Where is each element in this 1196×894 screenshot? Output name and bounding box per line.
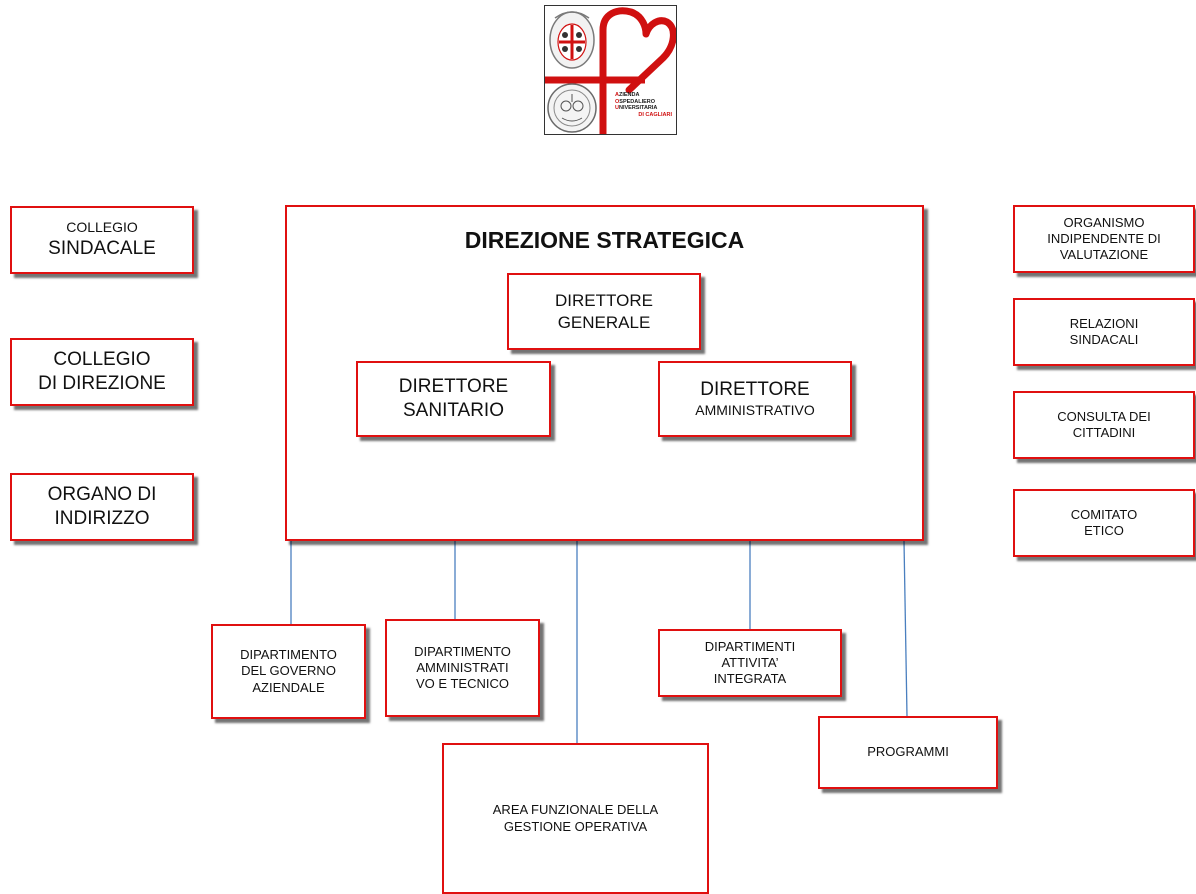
dipartimento-governo-line-2: DEL GOVERNO bbox=[241, 663, 336, 679]
direttore-amministrativo-line-2: AMMINISTRATIVO bbox=[695, 402, 815, 419]
direttore-sanitario-line-1: DIRETTORE bbox=[398, 376, 509, 398]
direttore-amministrativo-line-1: DIRETTORE bbox=[700, 379, 810, 401]
consulta-cittadini-box: CONSULTA DEI CITTADINI bbox=[1013, 391, 1195, 459]
collegio-di-direzione-box: COLLEGIO DI DIREZIONE bbox=[10, 338, 194, 406]
dipartimento-amministrativo-tecnico-line-2: AMMINISTRATI bbox=[416, 659, 509, 675]
dipartimento-amministrativo-tecnico-box: DIPARTIMENTO AMMINISTRATI VO E TECNICO bbox=[385, 619, 540, 717]
collegio-sindacale-box: COLLEGIO SINDACALE bbox=[10, 206, 194, 274]
organismo-valutazione-line-1: ORGANISMO bbox=[1063, 214, 1145, 230]
collegio-di-direzione-line-1: COLLEGIO bbox=[53, 349, 151, 371]
dipartimenti-attivita-integrata-box: DIPARTIMENTI ATTIVITA’ INTEGRATA bbox=[658, 629, 842, 697]
logo-emblem bbox=[545, 7, 676, 134]
consulta-cittadini-line-2: CITTADINI bbox=[1072, 425, 1136, 440]
direttore-amministrativo-box: DIRETTORE AMMINISTRATIVO bbox=[658, 361, 852, 437]
dipartimento-amministrativo-tecnico-line-3: VO E TECNICO bbox=[416, 676, 509, 692]
organo-di-indirizzo-box: ORGANO DI INDIRIZZO bbox=[10, 473, 194, 541]
collegio-sindacale-line-1: COLLEGIO bbox=[66, 219, 138, 236]
relazioni-sindacali-box: RELAZIONI SINDACALI bbox=[1013, 298, 1195, 366]
organismo-valutazione-box: ORGANISMO INDIPENDENTE DI VALUTAZIONE bbox=[1013, 205, 1195, 273]
sardinia-shield-icon bbox=[549, 11, 595, 69]
direttore-sanitario-box: DIRETTORE SANITARIO bbox=[356, 361, 551, 437]
direttore-generale-line-2: GENERALE bbox=[557, 312, 651, 332]
programmi-box: PROGRAMMI bbox=[818, 716, 998, 789]
hospital-logo: AZIENDA OSPEDALIERO UNIVERSITARIA DI CAG… bbox=[544, 5, 677, 135]
comitato-etico-line-2: ETICO bbox=[1084, 523, 1124, 538]
logo-line-1: AZIENDA bbox=[615, 92, 640, 98]
area-funzionale-box: AREA FUNZIONALE DELLA GESTIONE OPERATIVA bbox=[442, 743, 709, 894]
relazioni-sindacali-line-2: SINDACALI bbox=[1069, 332, 1139, 347]
direttore-generale-box: DIRETTORE GENERALE bbox=[507, 273, 701, 350]
university-seal-icon bbox=[547, 83, 597, 133]
relazioni-sindacali-line-1: RELAZIONI bbox=[1069, 315, 1139, 331]
collegio-sindacale-line-2: SINDACALE bbox=[48, 237, 156, 259]
dipartimento-amministrativo-tecnico-line-1: DIPARTIMENTO bbox=[414, 643, 511, 659]
dipartimenti-attivita-integrata-line-2: ATTIVITA’ bbox=[721, 654, 779, 670]
logo-wordmark: AZIENDA OSPEDALIERO UNIVERSITARIA DI CAG… bbox=[615, 92, 675, 118]
collegio-di-direzione-line-2: DI DIREZIONE bbox=[38, 373, 166, 394]
logo-line-2: OSPEDALIERO bbox=[615, 98, 656, 105]
logo-line-3: UNIVERSITARIA bbox=[615, 105, 658, 112]
dipartimento-governo-box: DIPARTIMENTO DEL GOVERNO AZIENDALE bbox=[211, 624, 366, 719]
consulta-cittadini-line-1: CONSULTA DEI bbox=[1057, 408, 1151, 424]
organo-di-indirizzo-line-1: ORGANO DI bbox=[47, 484, 157, 506]
programmi-label: PROGRAMMI bbox=[867, 744, 949, 760]
direttore-generale-line-1: DIRETTORE bbox=[555, 291, 653, 311]
organismo-valutazione-line-2: INDIPENDENTE DI bbox=[1047, 230, 1161, 246]
dipartimento-governo-line-1: DIPARTIMENTO bbox=[240, 647, 337, 663]
logo-line-4: DI CAGLIARI bbox=[638, 111, 672, 118]
direttore-sanitario-line-2: SANITARIO bbox=[403, 400, 504, 421]
area-funzionale-line-1: AREA FUNZIONALE DELLA bbox=[492, 802, 659, 818]
direzione-strategica-title: DIREZIONE STRATEGICA bbox=[464, 227, 745, 253]
organo-di-indirizzo-line-2: INDIRIZZO bbox=[54, 508, 150, 529]
dipartimenti-attivita-integrata-line-1: DIPARTIMENTI bbox=[704, 638, 796, 654]
dipartimento-governo-line-3: AZIENDALE bbox=[252, 679, 325, 695]
area-funzionale-line-2: GESTIONE OPERATIVA bbox=[503, 818, 648, 834]
comitato-etico-line-1: COMITATO bbox=[1070, 506, 1138, 522]
dipartimenti-attivita-integrata-line-3: INTEGRATA bbox=[713, 671, 787, 687]
comitato-etico-box: COMITATO ETICO bbox=[1013, 489, 1195, 557]
organismo-valutazione-line-3: VALUTAZIONE bbox=[1059, 247, 1149, 263]
connector-programmi bbox=[903, 540, 908, 717]
